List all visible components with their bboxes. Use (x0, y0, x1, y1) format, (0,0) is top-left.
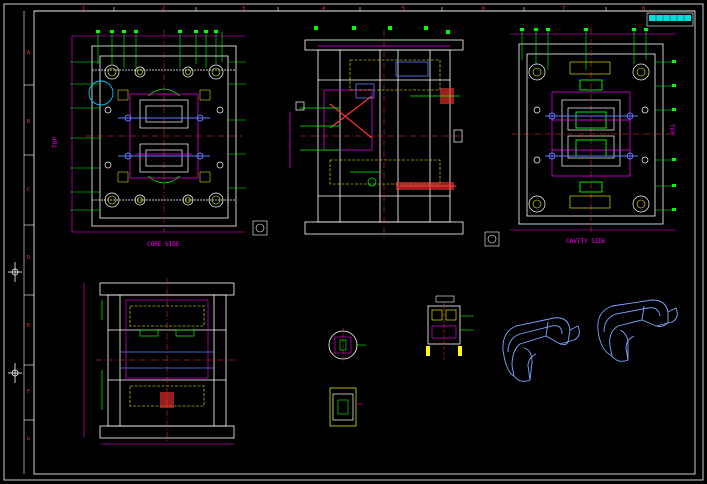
left-ruler-label-e: E (27, 323, 30, 329)
top-ruler: 1 2 3 4 5 6 7 8 (82, 6, 645, 12)
left-ruler-label-d: D (27, 255, 30, 261)
cavity-side-view: CAVITY SIDE TOP (510, 28, 676, 245)
surface-finish-symbol (252, 220, 500, 247)
left-ruler-label-b: B (27, 119, 30, 125)
top-ruler-label-6: 6 (482, 6, 485, 12)
left-ruler-label-c: C (27, 187, 30, 193)
detail-insert-view (329, 387, 362, 427)
part-3d-view-right (597, 299, 678, 362)
cavity-side-label: CAVITY SIDE (566, 238, 606, 245)
slider-detail-view (426, 295, 474, 360)
detail-circle-view (328, 328, 366, 362)
core-side-label: CORE SIDE (147, 241, 180, 248)
core-side-view: CORE SIDE TOP (52, 30, 246, 248)
top-ruler-label-4: 4 (322, 6, 325, 12)
sheet-hole-markers (8, 262, 22, 383)
top-label-right: TOP (668, 124, 675, 135)
left-ruler-label-f: F (27, 389, 30, 395)
part-3d-view-left (502, 317, 580, 382)
top-ruler-label-2: 2 (162, 6, 165, 12)
top-label-left: TOP (52, 137, 59, 148)
left-ruler-label-g: G (27, 436, 30, 442)
left-ruler: A B C D E F G (8, 11, 34, 474)
drawing-frame (3, 3, 704, 481)
section-view (252, 26, 500, 247)
top-ruler-label-8: 8 (642, 6, 645, 12)
left-ruler-label-a: A (27, 50, 30, 56)
top-ruler-label-5: 5 (402, 6, 405, 12)
title-block (646, 12, 694, 27)
top-ruler-label-7: 7 (562, 6, 565, 12)
side-section-view (83, 278, 238, 445)
top-ruler-label-1: 1 (82, 6, 85, 12)
top-ruler-label-3: 3 (242, 6, 245, 12)
